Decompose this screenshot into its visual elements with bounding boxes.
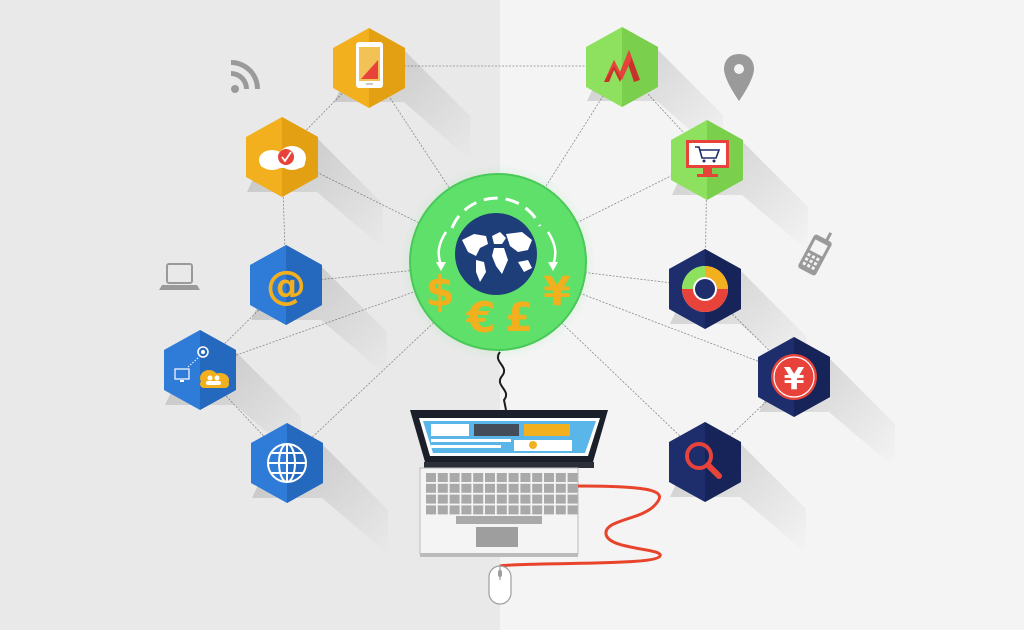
keyboard-key [437, 494, 448, 504]
keyboard-key [449, 483, 460, 493]
node-monitor-cart [671, 120, 743, 200]
node-globe [251, 423, 323, 503]
yen-symbol-hub: ¥ [543, 269, 571, 315]
node-cloud-check [246, 117, 318, 197]
keyboard-key [496, 473, 507, 482]
keyboard-key [437, 483, 448, 493]
keyboard-key [496, 494, 507, 504]
keyboard-key [555, 473, 566, 482]
node-donut-chart [669, 249, 741, 329]
euro-symbol: € [465, 293, 495, 342]
keyboard-key [544, 483, 554, 493]
node-yen-coin: ¥ [758, 337, 830, 417]
keyboard-key [496, 505, 507, 515]
keyboard-key [544, 473, 554, 482]
keyboard-key [461, 473, 472, 482]
keyboard-key [567, 505, 578, 515]
keyboard-key [485, 505, 495, 515]
keyboard-key [485, 473, 495, 482]
keyboard [426, 473, 578, 524]
keyboard-key [449, 494, 460, 504]
location-pin-icon [724, 54, 754, 101]
yen-symbol: ¥ [784, 362, 805, 397]
pound-symbol: £ [505, 295, 533, 341]
keyboard-key [555, 505, 566, 515]
globe-with-currency-exchange-icon [436, 196, 558, 295]
touchpad [476, 527, 518, 547]
central-hub: $ € £ ¥ [400, 164, 596, 360]
keyboard-key [426, 483, 436, 493]
keyboard-key [508, 494, 519, 504]
keyboard-key [449, 473, 460, 482]
keyboard-key [520, 483, 531, 493]
hub-laptop-cable [497, 351, 507, 411]
keyboard-key [461, 494, 472, 504]
yen-coin-icon [771, 354, 817, 400]
laptop-icon [410, 410, 608, 557]
spacebar-key [456, 516, 542, 524]
rss-icon [231, 60, 260, 93]
keyboard-key [532, 473, 543, 482]
smartphone-chart-icon [356, 42, 383, 88]
keyboard-key [544, 505, 554, 515]
keyboard-key [520, 505, 531, 515]
keyboard-key [520, 494, 531, 504]
monitor-shopping-cart-icon [686, 140, 729, 177]
keyboard-key [426, 494, 436, 504]
at-sign-icon: @ [266, 263, 306, 309]
node-magnifier [669, 422, 741, 502]
keyboard-key [508, 505, 519, 515]
keyboard-key [449, 505, 460, 515]
keyboard-key [555, 494, 566, 504]
keyboard-key [485, 494, 495, 504]
keyboard-key [473, 473, 484, 482]
mobile-phone-icon [798, 232, 833, 276]
keyboard-key [473, 483, 484, 493]
keyboard-key [532, 483, 543, 493]
laptop-outline-icon [159, 263, 200, 290]
keyboard-key [473, 505, 484, 515]
globe-icon [267, 443, 307, 483]
node-at-sign: @ [250, 245, 322, 325]
keyboard-key [544, 494, 554, 504]
keyboard-key [426, 473, 436, 482]
mouse-icon [488, 565, 512, 605]
keyboard-key [508, 483, 519, 493]
node-line-chart [586, 27, 658, 107]
cloud-network-users-icon [174, 346, 229, 388]
keyboard-key [461, 483, 472, 493]
keyboard-key [426, 505, 436, 515]
keyboard-key [532, 505, 543, 515]
dollar-symbol: $ [425, 267, 454, 316]
keyboard-key [496, 483, 507, 493]
node-cloud-network [164, 330, 236, 410]
keyboard-key [473, 494, 484, 504]
keyboard-key [567, 494, 578, 504]
keyboard-key [437, 473, 448, 482]
donut-chart-icon [682, 266, 728, 312]
keyboard-key [567, 483, 578, 493]
keyboard-key [461, 505, 472, 515]
keyboard-key [555, 483, 566, 493]
cloud-check-icon [259, 146, 306, 170]
keyboard-key [567, 473, 578, 482]
keyboard-key [532, 494, 543, 504]
mouse-cable [499, 484, 662, 568]
keyboard-key [437, 505, 448, 515]
keyboard-key [520, 473, 531, 482]
keyboard-key [485, 483, 495, 493]
magnifier-icon [685, 442, 722, 479]
node-smartphone-chart [333, 28, 405, 108]
keyboard-key [508, 473, 519, 482]
line-chart-icon [604, 50, 640, 82]
